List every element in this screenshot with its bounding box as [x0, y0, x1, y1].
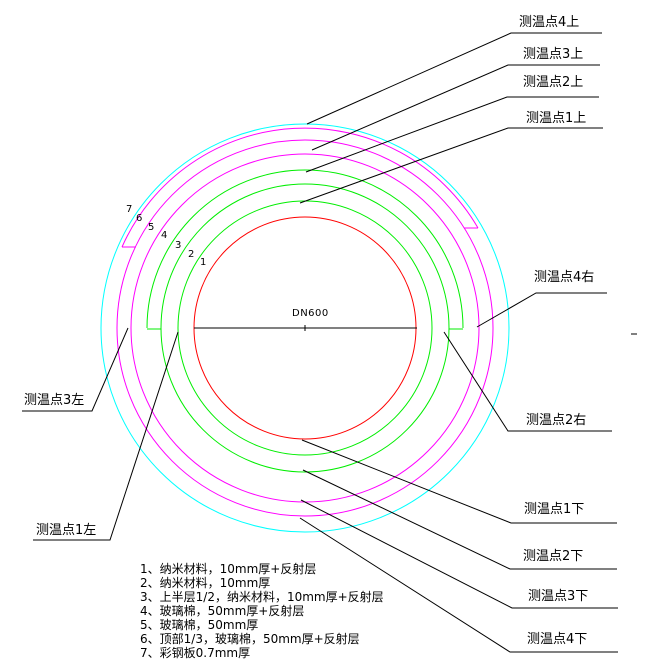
leader-left3	[22, 327, 129, 412]
leader-bottom2	[302, 469, 617, 570]
callout-bottom2: 测温点2下	[523, 549, 583, 564]
legend-list: 1、纳米材料，10mm厚+反射层 2、纳米材料，10mm厚 3、上半层1/2，纳…	[140, 561, 384, 660]
layer-number-7: 7	[126, 204, 132, 215]
legend-item-1: 1、纳米材料，10mm厚+反射层	[140, 561, 316, 576]
leader-top3	[311, 64, 600, 151]
callout-right2: 测温点2右	[526, 413, 586, 428]
layer-number-4: 4	[161, 230, 167, 241]
callout-bottom4: 测温点4下	[527, 632, 587, 647]
legend-item-5: 5、玻璃棉，50mm厚	[140, 618, 258, 632]
legend-item-4: 4、玻璃棉，50mm厚+反射层	[140, 603, 304, 618]
nano-upper-half-arc	[146, 169, 464, 329]
layer-number-5: 5	[148, 222, 154, 233]
callout-bottom1: 测温点1下	[524, 502, 584, 517]
nano-outer-circle	[160, 183, 450, 473]
leader-top1	[299, 127, 603, 204]
leader-bottom1	[301, 439, 617, 524]
leader-lines	[22, 32, 637, 653]
glasswool-top-third-arc	[121, 127, 479, 248]
outer-shell-circle	[100, 123, 510, 533]
callout-left3: 测温点3左	[24, 393, 84, 408]
callout-bottom3: 测温点3下	[528, 589, 588, 604]
leader-right2	[443, 331, 612, 432]
leader-left1	[33, 331, 179, 541]
callout-left1: 测温点1左	[36, 523, 96, 538]
layer-number-1: 1	[200, 257, 206, 268]
legend-item-3: 3、上半层1/2，纳米材料，10mm厚+反射层	[140, 589, 384, 604]
callout-top4: 测温点4上	[519, 15, 579, 30]
legend-item-6: 6、顶部1/3，玻璃棉，50mm厚+反射层	[140, 631, 360, 646]
pipe-diameter-label: DN600	[292, 308, 329, 319]
callout-top1: 测温点1上	[526, 111, 586, 126]
callout-labels: 测温点4上 测温点3上 测温点2上 测温点1上 测温点4右 测温点2右 测温点1…	[24, 15, 594, 647]
leader-bottom3	[300, 499, 618, 609]
legend-item-2: 2、纳米材料，10mm厚	[140, 576, 270, 590]
layer-number-3: 3	[175, 240, 181, 251]
callout-top2: 测温点2上	[523, 75, 583, 90]
legend-item-7: 7、彩钢板0.7mm厚	[140, 646, 250, 660]
leader-top4	[306, 32, 602, 125]
leader-bottom4	[299, 517, 618, 653]
layer-number-6: 6	[136, 213, 142, 224]
leader-top2	[305, 96, 599, 173]
callout-top3: 测温点3上	[523, 47, 583, 62]
leader-right4	[476, 292, 607, 328]
pipe-centerline	[194, 325, 417, 331]
layer-number-2: 2	[188, 249, 194, 260]
callout-right4: 测温点4右	[534, 270, 594, 285]
layer-number-labels: 7 6 5 4 3 2 1	[126, 204, 206, 268]
glasswool-outer-circle	[116, 139, 494, 517]
